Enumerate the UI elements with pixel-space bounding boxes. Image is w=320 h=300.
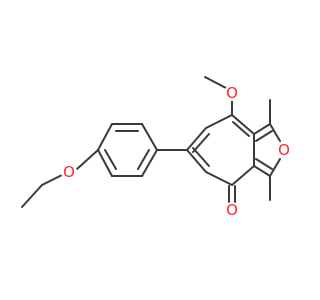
ketone-oxygen-label: O [226,201,238,219]
bond-ph-1 [97,123,113,151]
bond-fu-4-double [255,158,273,170]
phenyl-ring [97,123,158,177]
bond-o-ch3 [204,76,227,89]
furan-oxygen-label: O [278,141,290,159]
atom-methoxy-oxygen: O [224,84,240,102]
atom-ketone-oxygen: O [224,201,240,219]
bond-fu-2 [269,123,281,142]
bond-ph-3 [141,123,158,151]
methoxy-oxygen-label: O [226,84,238,102]
bond-ph-inner-2 [137,149,150,170]
bond-ch3-ch2 [21,184,43,208]
bond-c7-1 [186,127,207,151]
bond-fu-1 [253,123,271,135]
chemical-structure: O O O O [21,76,292,219]
bond-c7-2 [205,114,233,129]
carbonyl-group [228,185,236,205]
bond-c7-6 [205,171,233,186]
cycloheptane-ring [186,114,255,186]
furan-ring [253,123,281,177]
methoxy-group [204,76,233,116]
bond-ch2-o [41,174,63,186]
ether-oxygen-label: O [63,163,75,181]
bond-ph-inner-3 [104,149,117,170]
bond-c7-7 [186,149,207,173]
bond-c7-7-double [192,147,210,167]
atom-ether-oxygen: O [61,163,77,181]
ethoxy-group [21,149,99,208]
bond-o-aryl [76,149,99,170]
bond-c7-3 [231,114,255,135]
bond-ph-4 [141,149,158,177]
bond-fu-3 [269,158,281,177]
bond-ph-6 [97,149,113,177]
bond-fu-4 [253,165,271,177]
atom-furan-oxygen: O [276,141,292,159]
bond-c7-5 [231,165,255,186]
bond-c7-1-double [192,133,210,153]
bond-c7-3-double [232,121,250,137]
bond-fu-1-double [255,130,273,142]
